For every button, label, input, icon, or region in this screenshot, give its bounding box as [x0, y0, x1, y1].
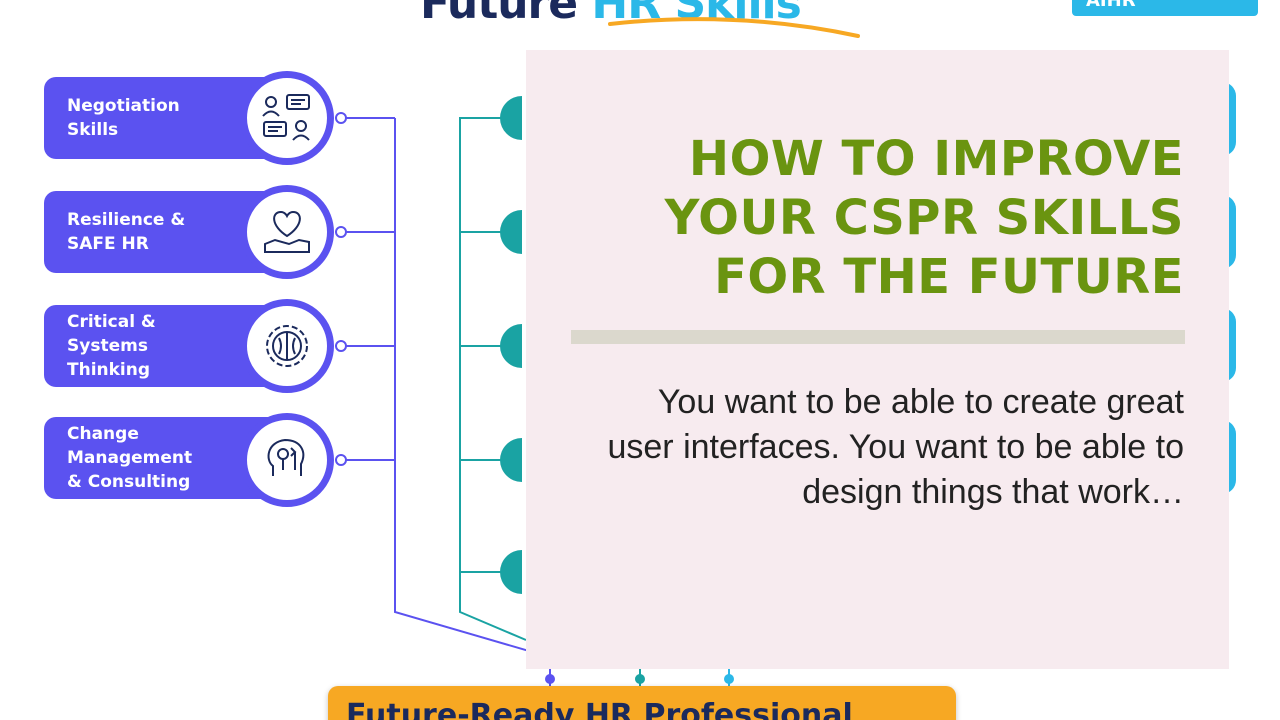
post-title[interactable]: HOW TO IMPROVE YOUR CSPR SKILLS FOR THE … — [664, 131, 1184, 305]
head-tools-icon — [240, 413, 334, 507]
brain-gear-icon — [240, 299, 334, 393]
skill-label: Resilience & SAFE HR — [67, 210, 186, 254]
skill-label: Negotiation Skills — [67, 96, 180, 140]
bottom-banner: Future-Ready HR Professional — [328, 686, 956, 720]
negotiation-icon — [240, 71, 334, 165]
brand-badge: AIHR — [1072, 0, 1258, 16]
title-underline — [608, 17, 860, 38]
infographic-title-part1: Future — [420, 0, 578, 29]
post-excerpt: You want to be able to create great user… — [607, 383, 1184, 511]
skill-label: Change Management & Consulting — [67, 424, 193, 492]
title-divider — [571, 330, 1185, 344]
skill-label: Critical & Systems Thinking — [67, 312, 156, 380]
heart-hand-icon — [240, 185, 334, 279]
post-card[interactable]: HOW TO IMPROVE YOUR CSPR SKILLS FOR THE … — [526, 50, 1229, 669]
